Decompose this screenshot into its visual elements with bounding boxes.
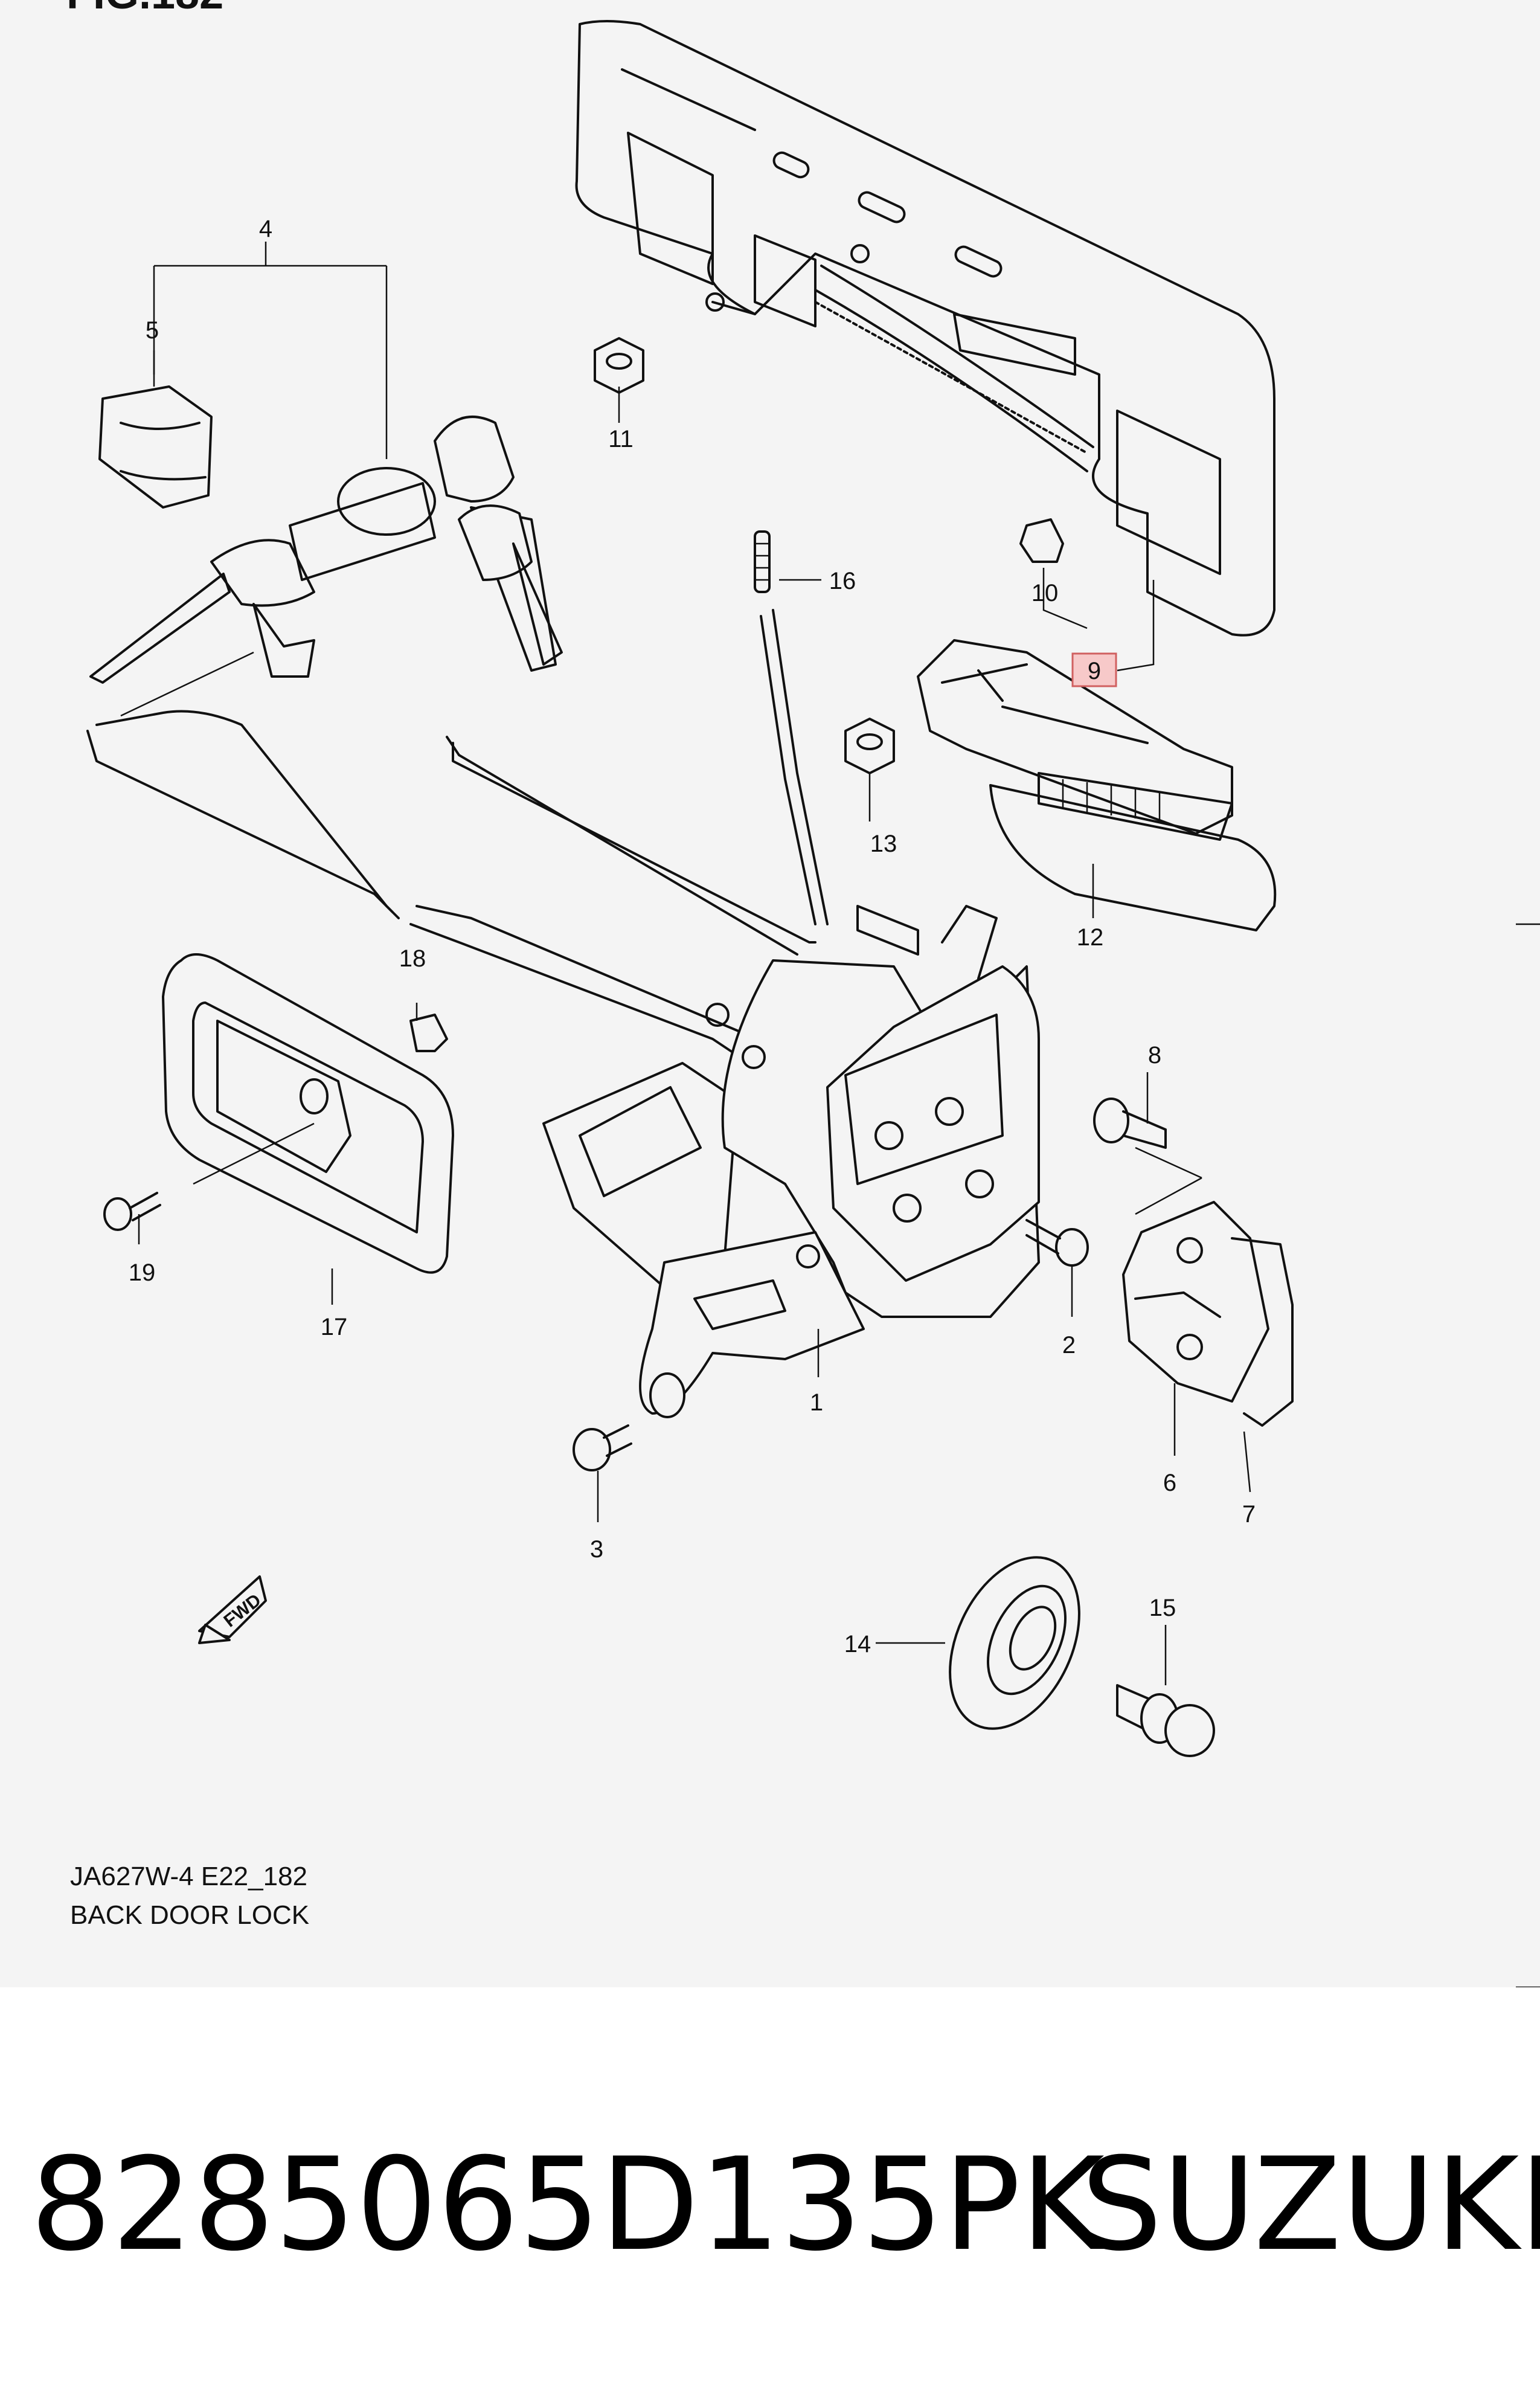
callout-1: 1 — [810, 1389, 823, 1416]
brand-name: SUZUKI — [1081, 2130, 1540, 2279]
callout-9: 9 — [1088, 658, 1101, 684]
nut-11 — [594, 337, 644, 394]
latch-assembly-1 — [542, 905, 1040, 1418]
stud-16 — [754, 530, 771, 593]
callout-4: 4 — [259, 216, 272, 242]
diagram-panel: FIG.182 — [0, 0, 1540, 1987]
callout-8: 8 — [1148, 1042, 1161, 1069]
callout-17: 17 — [321, 1314, 348, 1340]
exploded-parts-diagram: FIG.182 — [66, 0, 1540, 1987]
bolt-8 — [1093, 1098, 1167, 1149]
key-cylinder-assembly — [89, 385, 563, 684]
callout-3: 3 — [590, 1536, 603, 1563]
figure-title: FIG.182 — [66, 0, 223, 18]
callout-13: 13 — [870, 831, 897, 857]
callout-14: 14 — [844, 1631, 871, 1657]
callout-16: 16 — [829, 568, 856, 594]
callout-19: 19 — [129, 1259, 156, 1286]
callout-12: 12 — [1077, 924, 1104, 951]
callout-5: 5 — [146, 317, 159, 344]
figure-code: JA627W-4 E22_182 — [70, 1862, 308, 1891]
striker-6 — [1122, 1201, 1269, 1403]
grommet-14 — [949, 1556, 1080, 1730]
callout-6: 6 — [1163, 1470, 1176, 1496]
clip-18 — [409, 1014, 448, 1052]
clip-10 — [1019, 518, 1064, 563]
callout-18: 18 — [399, 945, 426, 972]
part-number: 8285065D135PK — [30, 2130, 1105, 2279]
bolt-15 — [1116, 1684, 1215, 1757]
callout-11: 11 — [608, 426, 634, 452]
callout-10: 10 — [1031, 580, 1059, 606]
outer-handle-12 — [917, 639, 1277, 931]
lock-rods — [86, 609, 829, 1064]
footer-banner: 8285065D135PK SUZUKI — [0, 2126, 1540, 2283]
callout-15: 15 — [1149, 1595, 1176, 1621]
fwd-arrow-icon: FWD — [198, 1575, 267, 1644]
screw-3 — [573, 1424, 632, 1471]
callout-7: 7 — [1242, 1501, 1256, 1528]
screw-19 — [103, 1192, 161, 1231]
shim-7 — [1231, 1237, 1294, 1427]
highlight-box-part-9 — [1071, 652, 1117, 687]
leader-lines — [120, 242, 1251, 1685]
nut-13 — [844, 718, 895, 774]
callout-2: 2 — [1062, 1332, 1076, 1358]
outer-handle-garnish — [575, 20, 1275, 637]
inner-handle-bezel-17 — [162, 953, 454, 1274]
figure-name: BACK DOOR LOCK — [70, 1900, 310, 1930]
